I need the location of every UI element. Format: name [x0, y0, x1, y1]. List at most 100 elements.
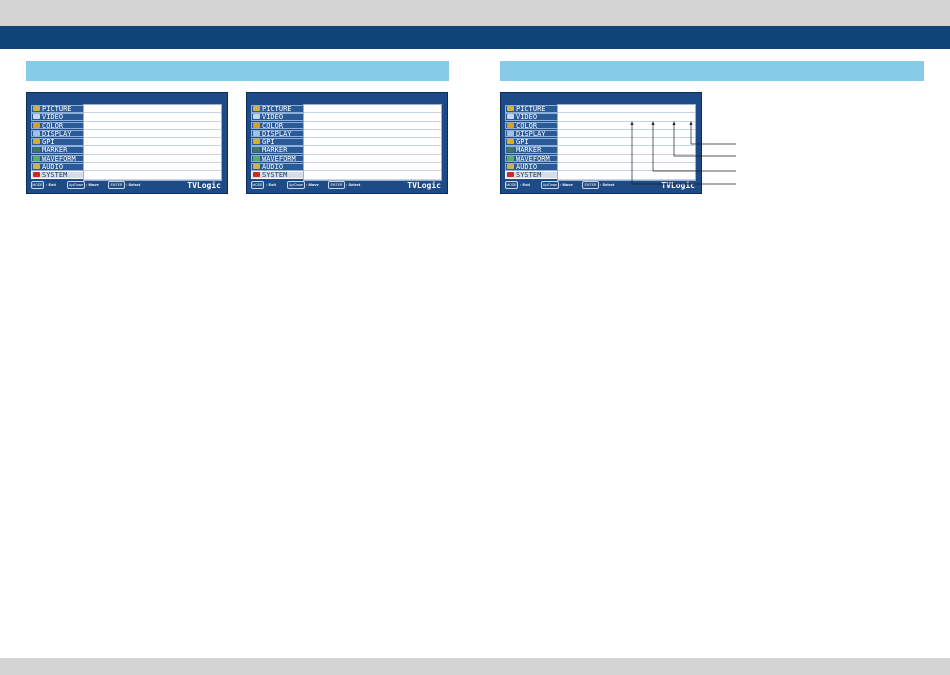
menu-item-label: COLOR: [262, 121, 284, 130]
move-label: : Move: [560, 182, 573, 187]
select-label: : Select: [600, 182, 615, 187]
display-icon: [33, 130, 40, 136]
select-label: : Select: [346, 182, 361, 187]
color-icon: [33, 122, 40, 128]
panel-row[interactable]: [84, 122, 221, 130]
panel-row[interactable]: [558, 122, 695, 130]
menu-item-label: SYSTEM: [262, 171, 288, 179]
panel-row[interactable]: [304, 122, 441, 130]
osd-menu: PICTURE◢VIDEO◢COLOR◢DISPLAY◢GPI◢MARKER◢W…: [31, 105, 105, 180]
gpi-icon: [507, 139, 514, 145]
gpi-icon: [253, 139, 260, 145]
menu-item-label: COLOR: [42, 121, 64, 130]
bottom-gray-band: [0, 658, 950, 675]
menu-item-label: MARKER: [42, 146, 68, 154]
waveform-icon: [253, 155, 260, 161]
picture-icon: [253, 106, 260, 111]
menu-item-label: AUDIO: [42, 162, 64, 171]
display-icon: [507, 130, 514, 136]
panel-row[interactable]: [558, 138, 695, 147]
panel-row[interactable]: [304, 105, 441, 114]
panel-row[interactable]: [304, 163, 441, 172]
panel-row[interactable]: [84, 138, 221, 147]
top-gray-band: [0, 0, 950, 26]
audio-icon: [507, 163, 514, 169]
menu-item-label: MARKER: [516, 146, 542, 154]
video-icon: [33, 114, 40, 120]
panel-row[interactable]: [558, 155, 695, 164]
panel-row[interactable]: [304, 171, 441, 180]
enter-key[interactable]: ENTER: [328, 181, 345, 189]
enter-key[interactable]: ENTER: [582, 181, 599, 189]
panel-row[interactable]: [558, 113, 695, 122]
panel-row[interactable]: [84, 113, 221, 122]
mode-key[interactable]: MODE: [31, 181, 44, 189]
section-bar-right: [500, 61, 924, 81]
brand-logo: TVLogic: [187, 181, 221, 190]
exit-label: : Exit: [520, 182, 530, 187]
panel-row[interactable]: [558, 163, 695, 172]
menu-item-label: GPI: [42, 138, 55, 146]
gpi-icon: [33, 139, 40, 145]
panel-row[interactable]: [558, 171, 695, 180]
menu-item-label: AUDIO: [516, 162, 538, 171]
menu-item-label: PICTURE: [262, 105, 292, 113]
header-band: [0, 26, 950, 49]
panel-row[interactable]: [84, 163, 221, 172]
menu-item-label: PICTURE: [516, 105, 546, 113]
system-icon: [507, 172, 514, 178]
updown-key[interactable]: Up/Down: [67, 181, 85, 189]
panel-row[interactable]: [84, 146, 221, 155]
updown-key[interactable]: Up/Down: [287, 181, 305, 189]
mode-key[interactable]: MODE: [505, 181, 518, 189]
panel-row[interactable]: [558, 146, 695, 155]
menu-item-label: DISPLAY: [516, 129, 546, 138]
menu-item-label: DISPLAY: [262, 129, 292, 138]
osd-screenshot-3: PICTURE◢VIDEO◢COLOR◢DISPLAY◢GPI◢MARKER◢W…: [500, 92, 702, 194]
select-label: : Select: [126, 182, 141, 187]
color-icon: [507, 122, 514, 128]
panel-row[interactable]: [84, 105, 221, 114]
panel-row[interactable]: [84, 171, 221, 180]
panel-row[interactable]: [304, 113, 441, 122]
menu-item-label: WAVEFORM: [42, 154, 76, 163]
menu-item-label: AUDIO: [262, 162, 284, 171]
brand-logo: TVLogic: [661, 181, 695, 190]
osd-menu: PICTURE◢VIDEO◢COLOR◢DISPLAY◢GPI◢MARKER◢W…: [505, 105, 579, 180]
marker-icon: [33, 147, 40, 153]
panel-row[interactable]: [304, 146, 441, 155]
panel-row[interactable]: [558, 105, 695, 114]
marker-icon: [253, 147, 260, 153]
updown-key[interactable]: Up/Down: [541, 181, 559, 189]
display-icon: [253, 130, 260, 136]
picture-icon: [33, 106, 40, 111]
exit-label: : Exit: [46, 182, 56, 187]
video-icon: [507, 114, 514, 120]
enter-key[interactable]: ENTER: [108, 181, 125, 189]
settings-panel: [83, 104, 222, 181]
menu-item-label: DISPLAY: [42, 129, 72, 138]
waveform-icon: [507, 155, 514, 161]
audio-icon: [33, 163, 40, 169]
move-label: : Move: [86, 182, 99, 187]
panel-row[interactable]: [304, 138, 441, 147]
settings-panel: [303, 104, 442, 181]
system-icon: [253, 172, 260, 178]
panel-row[interactable]: [558, 130, 695, 139]
osd-screenshot-1: PICTURE◢VIDEO◢COLOR◢DISPLAY◢GPI◢MARKER◢W…: [26, 92, 228, 194]
brand-logo: TVLogic: [407, 181, 441, 190]
panel-row[interactable]: [84, 130, 221, 139]
menu-item-label: GPI: [262, 138, 275, 146]
panel-row[interactable]: [84, 155, 221, 164]
menu-item-label: VIDEO: [42, 113, 64, 121]
menu-item-label: PICTURE: [42, 105, 72, 113]
waveform-icon: [33, 155, 40, 161]
panel-row[interactable]: [304, 155, 441, 164]
system-icon: [33, 172, 40, 178]
menu-item-label: VIDEO: [516, 113, 538, 121]
panel-row[interactable]: [304, 130, 441, 139]
marker-icon: [507, 147, 514, 153]
menu-item-label: SYSTEM: [516, 171, 542, 179]
menu-item-label: WAVEFORM: [516, 154, 550, 163]
mode-key[interactable]: MODE: [251, 181, 264, 189]
